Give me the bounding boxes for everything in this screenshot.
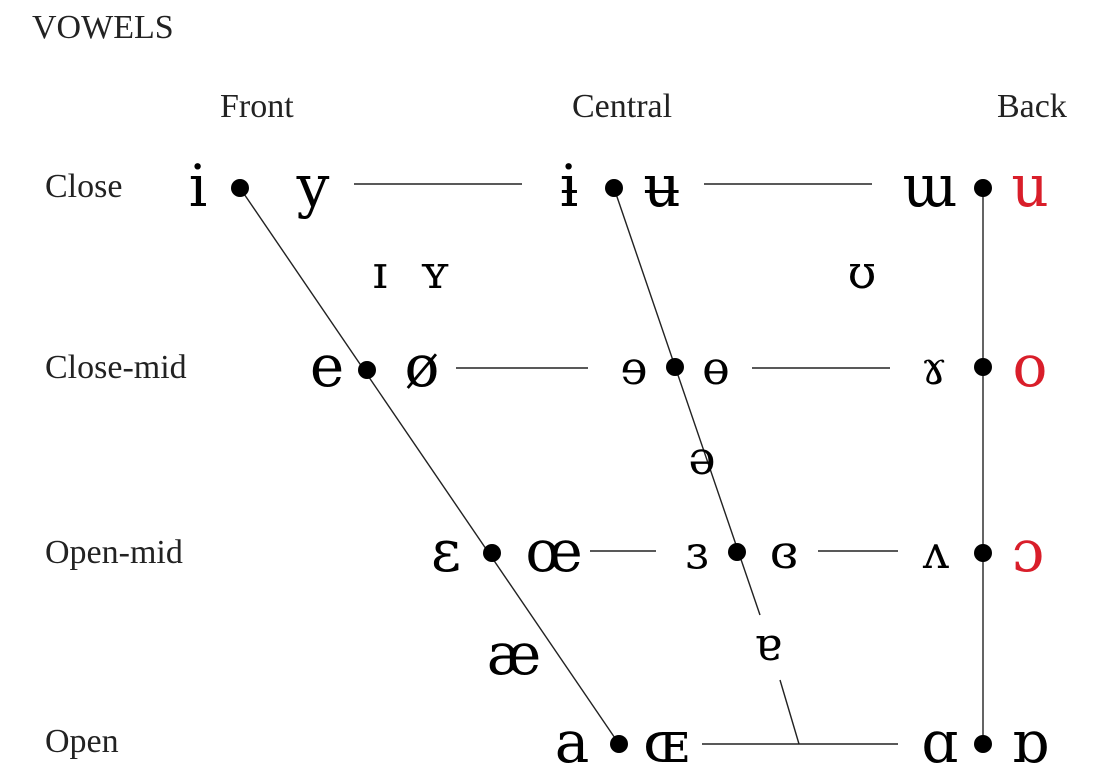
vowel-close-front-unrounded: i <box>189 152 208 220</box>
vowel-close-back-rounded: u <box>1011 152 1048 220</box>
vowel-open-back-unrounded: ɑ <box>921 708 958 776</box>
vowel-near-open-central: ɐ <box>754 617 781 671</box>
vowel-near-close-front-unrounded: ɪ <box>373 245 388 299</box>
column-label-front: Front <box>220 88 294 125</box>
dot-close-back <box>974 179 992 197</box>
vowel-close-central-unrounded: ɨ <box>560 152 579 220</box>
central-line-lower <box>779 679 800 745</box>
column-label-back: Back <box>997 88 1067 125</box>
vowel-open-mid-front-rounded: œ <box>525 517 582 585</box>
row-label-open-mid: Open-mid <box>45 534 183 571</box>
vowel-open-mid-central-unrounded: ɜ <box>685 525 708 579</box>
vowel-close-mid-back-unrounded: ɤ <box>921 341 947 395</box>
chart-lines <box>239 183 984 745</box>
row-label-close: Close <box>45 168 122 205</box>
vowel-near-close-back-rounded: ʊ <box>848 245 877 299</box>
dot-open-mid-back <box>974 544 992 562</box>
front-edge-line <box>239 187 620 745</box>
vowel-mid-central: ə <box>688 431 715 485</box>
chart-dots <box>231 179 992 753</box>
vowel-close-mid-central-unrounded: ɘ <box>620 341 647 395</box>
vowel-close-mid-back-rounded: o <box>1013 332 1048 400</box>
vowel-near-open-front-unrounded: æ <box>487 620 542 688</box>
vowel-close-mid-central-rounded: ɵ <box>702 341 730 395</box>
vowel-open-mid-front-unrounded: ɛ <box>431 517 461 585</box>
dot-close-mid-front <box>358 361 376 379</box>
vowel-open-mid-central-rounded: ɞ <box>770 525 798 579</box>
dot-open-mid-central <box>728 543 746 561</box>
dot-open-front <box>610 735 628 753</box>
dot-open-back <box>974 735 992 753</box>
row-label-close-mid: Close-mid <box>45 349 187 386</box>
dot-open-mid-front <box>483 544 501 562</box>
vowel-close-central-rounded: ʉ <box>643 152 680 220</box>
row-label-open: Open <box>45 723 119 760</box>
dot-close-front <box>231 179 249 197</box>
vowel-symbols: i y ɨ ʉ ɯ u ɪ ʏ ʊ e ø ɘ ɵ ɤ o ə ɛ œ ɜ ɞ … <box>189 152 1049 776</box>
vowel-close-front-rounded: y <box>296 152 330 220</box>
dot-close-central <box>605 179 623 197</box>
vowel-open-front-rounded: ɶ <box>643 708 689 776</box>
vowel-open-front-unrounded: a <box>555 708 590 776</box>
vowel-close-mid-front-rounded: ø <box>405 332 440 400</box>
vowel-close-back-unrounded: ɯ <box>903 152 958 220</box>
vowel-close-mid-front-unrounded: e <box>310 332 344 400</box>
chart-title: VOWELS <box>32 9 174 46</box>
column-label-central: Central <box>572 88 672 125</box>
dot-close-mid-central <box>666 358 684 376</box>
dot-close-mid-back <box>974 358 992 376</box>
vowel-near-close-front-rounded: ʏ <box>420 245 450 299</box>
vowel-open-back-rounded: ɒ <box>1011 708 1048 776</box>
vowel-open-mid-back-rounded: ɔ <box>1012 517 1044 585</box>
vowel-open-mid-back-unrounded: ʌ <box>922 525 949 579</box>
